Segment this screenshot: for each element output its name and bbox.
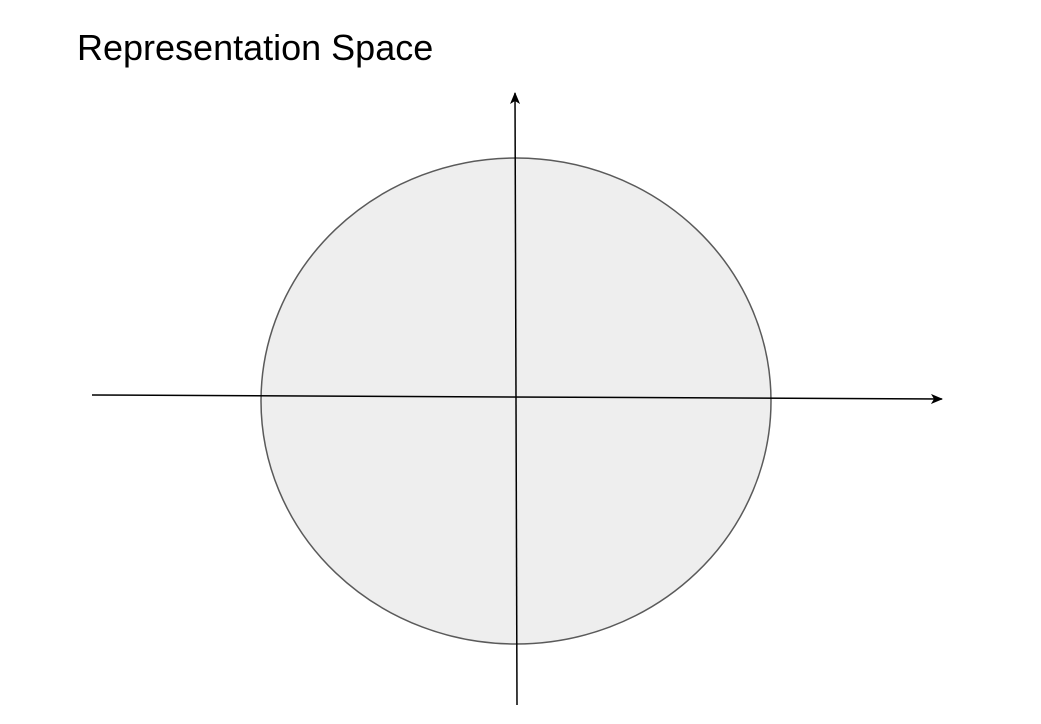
diagram-title: Representation Space [77,27,434,68]
vertical-axis-arrow [510,92,521,706]
horizontal-axis-arrow [91,393,943,404]
